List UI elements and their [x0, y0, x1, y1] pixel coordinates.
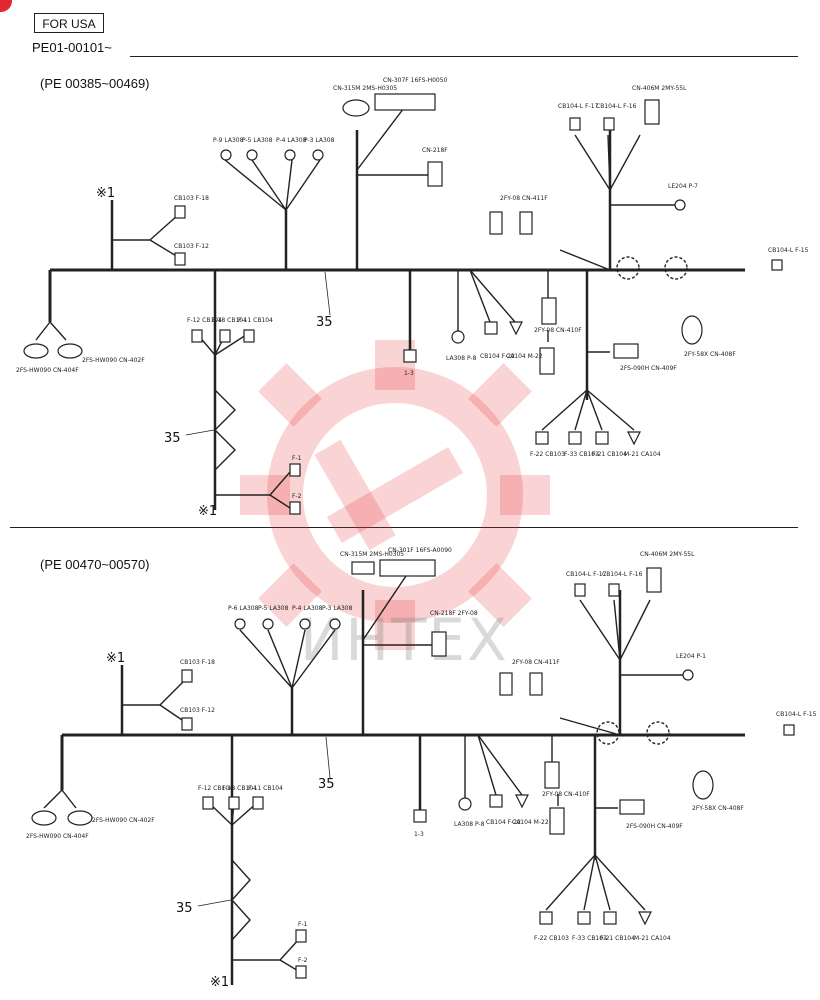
s2-le-label: LE204 P-1 — [676, 653, 706, 660]
s2-cn408-label: 2FY-58X CN-408F — [692, 805, 744, 812]
s2-cn410-label: 2FY-08 CN-410F — [542, 791, 590, 798]
corner-badge — [0, 0, 12, 12]
s2-bottom-pair-2: F-2 — [298, 957, 308, 964]
s1-drop-label-1: F-12 CB104 — [187, 317, 222, 324]
s1-drop-label-2: F-18 CB104 — [212, 317, 247, 324]
s1-br-label-2: F-33 CB103 — [564, 451, 599, 458]
header-rule — [130, 56, 798, 57]
section-divider — [10, 527, 798, 528]
s2-top-right-label: CN-301F 16FS-A0090 — [388, 547, 452, 554]
harness-diagram-1: CN-315M 2MS-H0305 CN-307F 16FS-H0050 CN-… — [16, 77, 809, 519]
s2-mid-drop-1: 1-3 — [414, 831, 424, 838]
s1-callout-drop: 35 — [164, 431, 181, 446]
s2-callout-drop: 35 — [176, 901, 193, 916]
s2-br-label-3: F-21 CB104 — [600, 935, 635, 942]
s1-br-label-4: M-21 CA104 — [624, 451, 661, 458]
harness-diagram-2: CN-315M 2MS-H0305 CN-301F 16FS-A0090 CN-… — [26, 547, 817, 990]
s2-rightend-label: CB104-L F-15 — [776, 711, 817, 718]
s2-cn218-label: CN-218F 2FY-08 — [430, 610, 478, 617]
s1-top-right-label: CN-307F 16FS-H0050 — [383, 77, 448, 84]
s2-earth-label-1: P-6 LA308 — [228, 605, 259, 612]
s2-righttop-label-2: CB104-L F-16 — [602, 571, 643, 578]
watermark-text: ИНТЕХ — [300, 606, 509, 674]
s1-cn406-label: CN-406M 2MY-55L — [632, 85, 687, 92]
s1-drop-label-3: F-11 CB104 — [238, 317, 273, 324]
s2-top-left-label: CN-315M 2MS-H0305 — [340, 551, 404, 558]
section-1-range: (PE 00385~00469) — [40, 76, 150, 91]
s2-br-label-2: F-33 CB103 — [572, 935, 607, 942]
s1-righttop-label-1: CB104-L F-17 — [558, 103, 599, 110]
s1-leftend-label-1: 2FS-HW090 CN-404F — [16, 367, 79, 374]
s1-righttop-label-2: CB104-L F-16 — [596, 103, 637, 110]
s1-cn218-label: CN-218F — [422, 147, 448, 154]
s2-cn411-label: 2FY-08 CN-411F — [512, 659, 560, 666]
s2-drop-label-3: F-11 CB104 — [248, 785, 283, 792]
s1-mark-top: ※1 — [96, 186, 115, 201]
s1-cn410-label: 2FY-08 CN-410F — [534, 327, 582, 334]
s1-bottom-pair-1: F-1 — [292, 455, 302, 462]
s1-earth-label-2: P-5 LA308 — [242, 137, 273, 144]
s2-earth-label-3: P-4 LA308 — [292, 605, 323, 612]
s1-mark-bottom: ※1 — [198, 504, 217, 519]
s1-top-left-label: CN-315M 2MS-H0305 — [333, 85, 397, 92]
s1-bottom-pair-2: F-2 — [292, 493, 302, 500]
s2-cbleft-label-1: CB103 F-18 — [180, 659, 215, 666]
s1-cn409-label: 2FS-090H CN-409F — [620, 365, 677, 372]
s2-mid-drop-4: CA104 M-22 — [512, 819, 549, 826]
s2-bottom-pair-1: F-1 — [298, 921, 308, 928]
s2-cn409-label: 2FS-090H CN-409F — [626, 823, 683, 830]
s2-mid-drop-2: LA308 P-8 — [454, 821, 485, 828]
s2-cbleft-label-2: CB103 F-12 — [180, 707, 215, 714]
s1-cbleft-label-2: CB103 F-12 — [174, 243, 209, 250]
section-2-range: (PE 00470~00570) — [40, 557, 150, 572]
s2-mark-top: ※1 — [106, 651, 125, 666]
s2-callout-trunk: 35 — [318, 777, 335, 792]
s2-leftend-label-1: 2FS-HW090 CN-404F — [26, 833, 89, 840]
s1-mid-drop-4: CA104 M-22 — [506, 353, 543, 360]
s2-drop-label-1: F-12 CB104 — [198, 785, 233, 792]
s2-leftend-label-2: 2FS-HW090 CN-402F — [92, 817, 155, 824]
s1-le-label: LE204 P-7 — [668, 183, 698, 190]
s1-cbleft-label-1: CB103 F-18 — [174, 195, 209, 202]
s2-br-label-1: F-22 CB103 — [534, 935, 569, 942]
s1-cn408-label: 2FY-58X CN-408F — [684, 351, 736, 358]
s1-callout-trunk: 35 — [316, 315, 333, 330]
s2-righttop-label-1: CB104-L F-17 — [566, 571, 607, 578]
s1-cn411-label: 2FY-08 CN-411F — [500, 195, 548, 202]
s2-mid-drop-3: CB104 F-22 — [486, 819, 521, 826]
s2-drop-label-2: F-18 CB104 — [222, 785, 257, 792]
s1-mid-drop-3: CB104 F-22 — [480, 353, 515, 360]
s1-earth-label-1: P-9 LA308 — [213, 137, 244, 144]
s1-br-label-1: F-22 CB103 — [530, 451, 565, 458]
s1-leftend-label-2: 2FS-HW090 CN-402F — [82, 357, 145, 364]
s2-mark-bottom: ※1 — [210, 975, 229, 990]
s1-mid-drop-2: LA308 P-8 — [446, 355, 477, 362]
s2-br-label-4: M-21 CA104 — [634, 935, 671, 942]
s2-cn406-label: CN-406M 2MY-55L — [640, 551, 695, 558]
region-label: FOR USA — [34, 13, 104, 33]
serial-range: PE01-00101~ — [32, 40, 112, 55]
s1-br-label-3: F-21 CB104 — [592, 451, 627, 458]
s2-earth-label-2: P-5 LA308 — [258, 605, 289, 612]
s1-earth-label-4: P-3 LA308 — [304, 137, 335, 144]
s1-earth-label-3: P-4 LA308 — [276, 137, 307, 144]
s2-earth-label-4: P-3 LA308 — [322, 605, 353, 612]
s1-rightend-label: CB104-L F-15 — [768, 247, 809, 254]
s1-mid-drop-1: 1-3 — [404, 370, 414, 377]
